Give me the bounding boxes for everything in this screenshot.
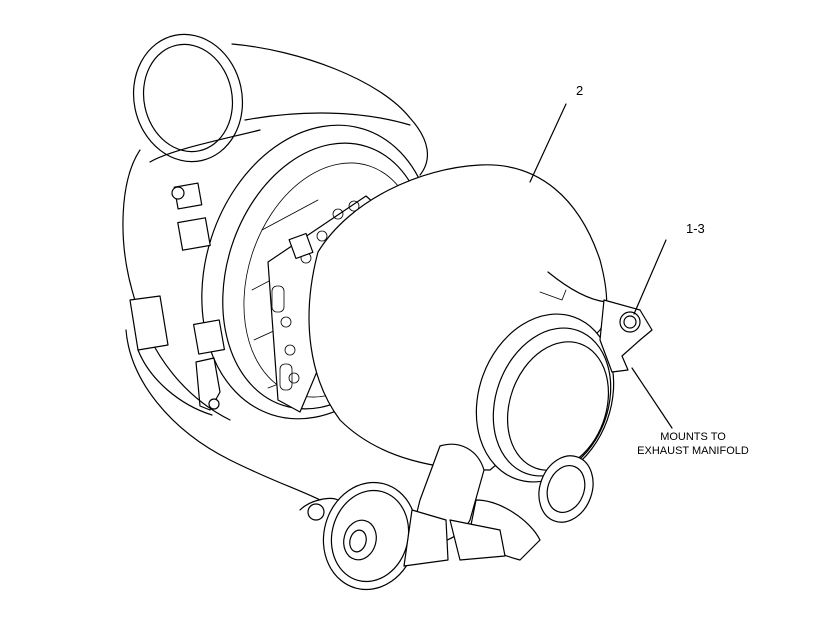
- turbine-outlet-flange: [475, 313, 615, 483]
- leader-line-1-3: [633, 239, 667, 315]
- clamp-lugs: [171, 182, 226, 411]
- compressor-housing: [122, 43, 428, 501]
- oil-inlet-fitting: [299, 481, 449, 591]
- leader-line-manifold: [631, 367, 673, 429]
- mounting-note: MOUNTS TO EXHAUST MANIFOLD: [622, 430, 764, 458]
- mounting-note-line2: EXHAUST MANIFOLD: [637, 445, 749, 457]
- callout-part-1-3: 1-3: [686, 221, 705, 236]
- leader-line-2: [529, 103, 567, 183]
- mounting-foot: [599, 299, 653, 373]
- mounting-note-line1: MOUNTS TO: [660, 431, 726, 443]
- callout-part-2: 2: [576, 83, 584, 98]
- compressor-inlet-ring: [132, 33, 244, 163]
- center-housing: [409, 443, 594, 561]
